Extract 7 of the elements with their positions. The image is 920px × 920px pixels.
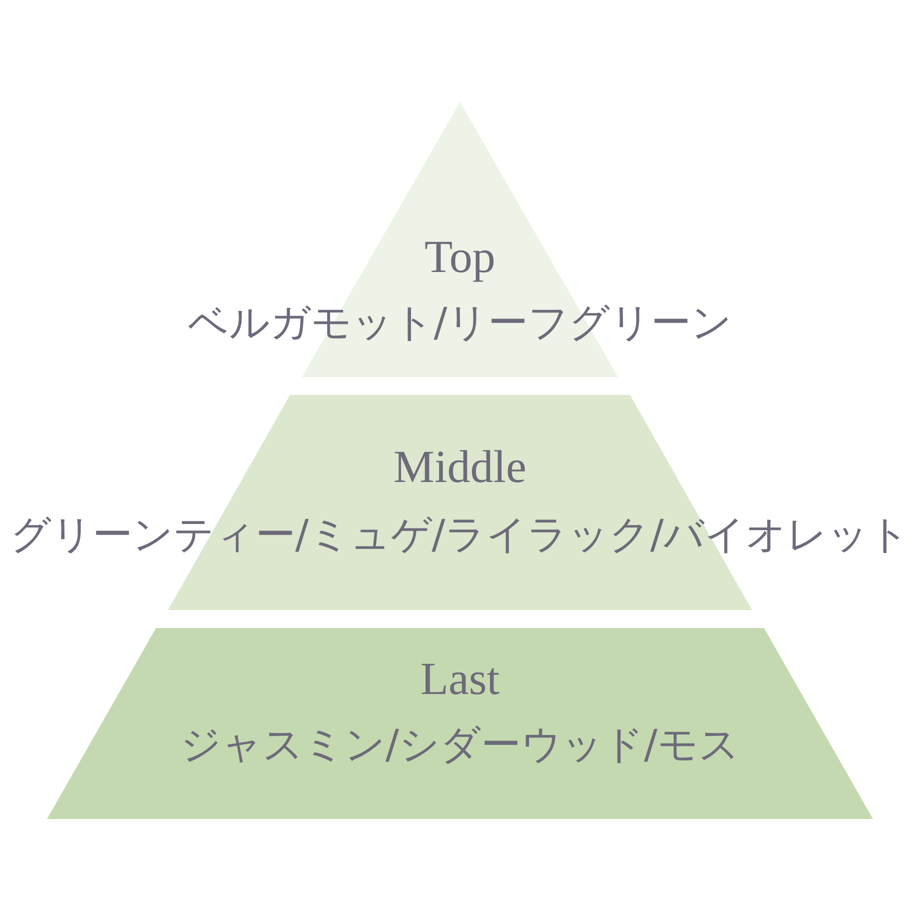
tier-heading: Top bbox=[424, 233, 496, 281]
tier-heading: Last bbox=[420, 655, 500, 703]
note-list: ジャスミン/シダーウッド/モス bbox=[180, 721, 740, 769]
note-list: ベルガモット/リーフグリーン bbox=[188, 299, 732, 347]
tier-heading: Middle bbox=[394, 443, 526, 491]
pyramid-tier bbox=[47, 628, 873, 819]
note-list: グリーンティー/ミュゲ/ライラック/バイオレット bbox=[10, 511, 910, 559]
